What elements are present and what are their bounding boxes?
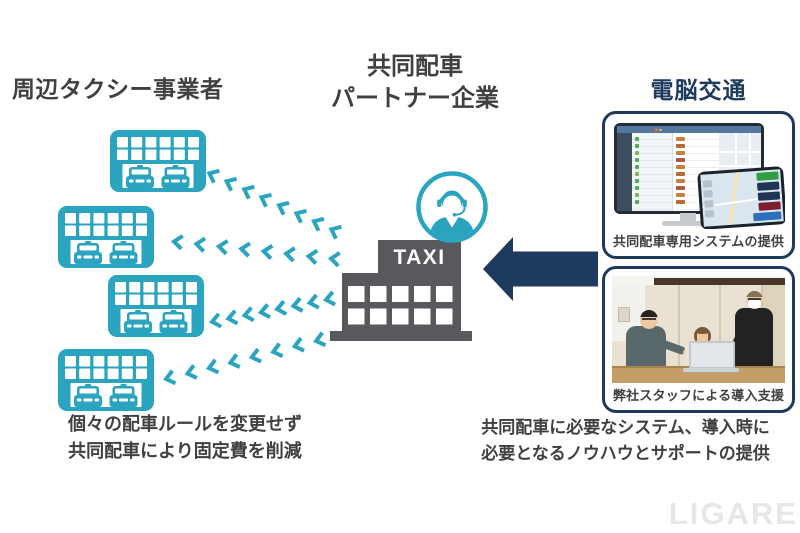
left-note: 個々の配車ルールを変更せず 共同配車により固定費を削減 — [20, 411, 350, 465]
staff-panel-caption: 弊社スタッフによる導入支援 — [612, 388, 785, 403]
taxi-garage-icon — [108, 275, 204, 337]
chevron-dashed-arrow-line4 — [162, 330, 328, 388]
chevron-dashed-arrow-line2 — [173, 235, 339, 266]
headset-operator-icon — [416, 171, 488, 243]
system-panel: 共同配車専用システムの提供 — [602, 111, 795, 259]
chevron-dashed-arrow-line1 — [207, 167, 342, 238]
arrow-left-icon — [483, 237, 598, 301]
tablet-mockup — [697, 166, 785, 229]
company-title: 電脳交通 — [650, 77, 747, 103]
system-panel-caption: 共同配車専用システムの提供 — [612, 234, 785, 249]
standing-staff-figure — [735, 308, 773, 370]
right-note-line1: 共同配車に必要なシステム、導入時に — [481, 418, 770, 437]
taxi-garage-icon — [58, 349, 154, 411]
center-title-line1: 共同配車 — [367, 53, 463, 80]
right-note: 共同配車に必要なシステム、導入時に 必要となるノウハウとサポートの提供 — [458, 415, 793, 467]
left-note-line1: 個々の配車ルールを変更せず — [68, 414, 302, 434]
taxi-garage-icon — [110, 130, 206, 192]
laptop — [689, 341, 735, 369]
right-note-line2: 必要となるノウハウとサポートの提供 — [481, 444, 770, 463]
pointing-staff-figure — [626, 326, 666, 370]
left-note-line2: 共同配車により固定費を削減 — [68, 441, 302, 461]
taxi-garage-icon — [58, 206, 154, 268]
left-group-title: 周辺タクシー事業者 — [12, 76, 224, 102]
center-title-line2: パートナー企業 — [331, 85, 499, 112]
taxi-sign-label: TAXI — [393, 246, 445, 269]
staff-photo — [612, 276, 785, 383]
dispatch-system-image — [612, 121, 785, 229]
ligare-watermark: LIGARE — [668, 496, 798, 531]
taxi-office-icon: TAXI — [330, 240, 472, 341]
center-group-title: 共同配車 パートナー企業 — [290, 51, 540, 115]
chevron-dashed-arrow-line3 — [208, 289, 338, 331]
staff-panel: 弊社スタッフによる導入支援 — [602, 266, 795, 413]
